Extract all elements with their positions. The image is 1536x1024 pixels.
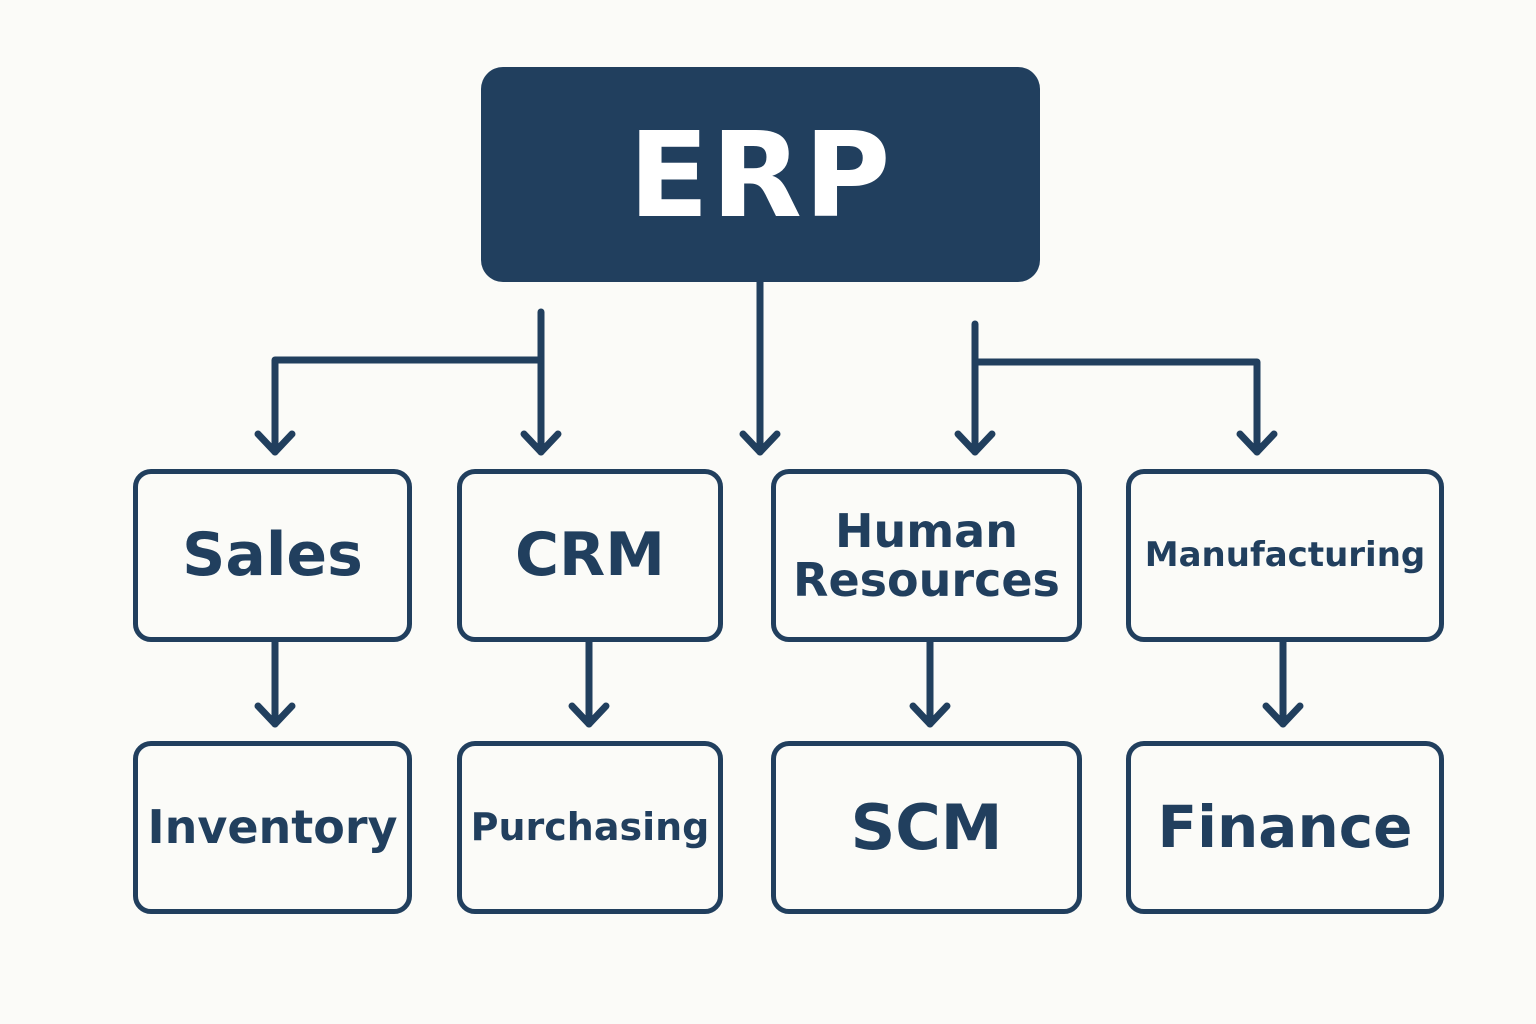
module-label: CRM (515, 520, 665, 590)
module-label: Finance (1157, 793, 1413, 862)
connector-to-manufacturing (971, 358, 1261, 456)
module-purchasing: Purchasing (457, 741, 723, 914)
arrowhead-icon (909, 702, 951, 728)
arrowhead-icon (520, 430, 562, 456)
arrowhead-icon (254, 702, 296, 728)
arrowhead-icon (254, 430, 296, 456)
module-crm: CRM (457, 469, 723, 642)
arrowhead-icon (568, 702, 610, 728)
module-sales: Sales (133, 469, 412, 642)
module-label: Inventory (147, 800, 398, 855)
erp-root-label: ERP (628, 105, 893, 244)
arrowhead-icon (739, 430, 781, 456)
arrowhead-icon (1262, 702, 1304, 728)
module-label: Purchasing (470, 804, 710, 849)
arrowhead-icon (1236, 430, 1278, 456)
module-label: Manufacturing (1144, 534, 1426, 575)
erp-root-node: ERP (481, 67, 1040, 282)
module-label: Human Resources (793, 504, 1060, 607)
arrowhead-icon (954, 430, 996, 456)
module-manufacturing: Manufacturing (1126, 469, 1444, 642)
module-scm: SCM (771, 741, 1082, 914)
module-label: Sales (182, 520, 363, 590)
module-label: SCM (850, 790, 1003, 864)
module-inventory: Inventory (133, 741, 412, 914)
module-finance: Finance (1126, 741, 1444, 914)
module-human-resources: Human Resources (771, 469, 1082, 642)
connector-to-sales (271, 356, 545, 456)
